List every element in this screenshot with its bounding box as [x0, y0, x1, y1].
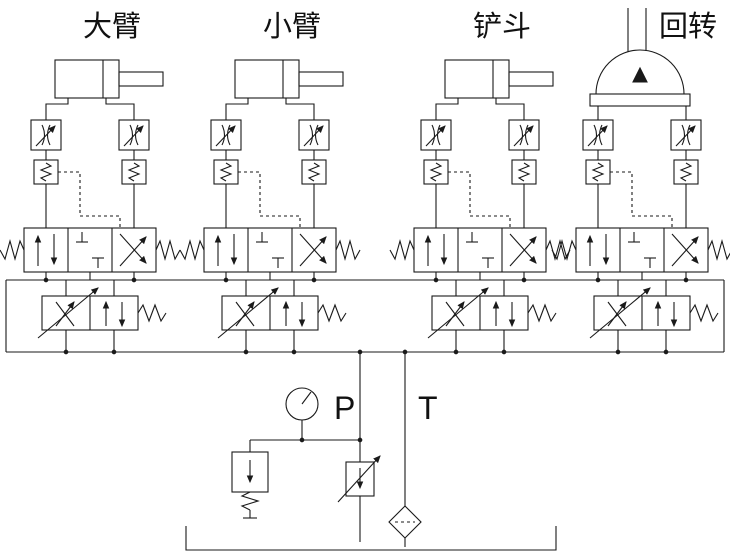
bus-lines: [5, 279, 725, 353]
relief-valve: [232, 452, 268, 510]
pilot-valve-bucket: [428, 288, 556, 338]
column-bucket: 铲斗: [390, 10, 570, 355]
pressure-gauge: [285, 387, 319, 421]
column-arm: 小臂: [180, 10, 360, 355]
check-valve: [33, 159, 59, 185]
pilot-line: [58, 171, 121, 228]
main-relief-valve: [338, 456, 380, 502]
throttle-valve: [421, 120, 451, 150]
column-label-swing: 回转: [659, 10, 717, 43]
pilot-line: [238, 171, 301, 228]
check-valve: [673, 159, 699, 185]
throttle-valve: [583, 120, 613, 150]
main-valve-boom: [0, 228, 180, 272]
pilot-valve-arm: [218, 288, 346, 338]
check-valve: [301, 159, 327, 185]
pilot-valve-swing: [590, 288, 718, 338]
check-valve: [423, 159, 449, 185]
check-valve: [511, 159, 537, 185]
main-valve-bucket: [390, 228, 570, 272]
port-label-p: P: [334, 390, 355, 426]
column-label-bucket: 铲斗: [473, 10, 531, 43]
return-filter: [388, 505, 422, 539]
throttle-valve: [119, 120, 149, 150]
boom-cylinder: [54, 59, 164, 99]
main-valve-swing: [552, 228, 730, 272]
column-label-arm: 小臂: [263, 10, 321, 43]
pilot-line: [610, 171, 673, 228]
port-label-t: T: [418, 390, 438, 426]
supply-section: P T: [185, 349, 557, 551]
check-valve: [213, 159, 239, 185]
column-swing: 回转: [552, 8, 730, 355]
throttle-valve: [671, 120, 701, 150]
pilot-valve-boom: [38, 288, 166, 338]
column-boom: 大臂: [0, 10, 180, 355]
throttle-valve: [31, 120, 61, 150]
check-valve: [121, 159, 147, 185]
main-valve-arm: [180, 228, 360, 272]
bucket-cylinder: [444, 59, 554, 99]
swing-motor: [589, 49, 691, 107]
pilot-line: [448, 171, 511, 228]
tank: [185, 526, 557, 551]
throttle-valve: [509, 120, 539, 150]
column-label-boom: 大臂: [83, 10, 141, 43]
throttle-valve: [299, 120, 329, 150]
check-valve: [585, 159, 611, 185]
arm-cylinder: [234, 59, 344, 99]
throttle-valve: [211, 120, 241, 150]
